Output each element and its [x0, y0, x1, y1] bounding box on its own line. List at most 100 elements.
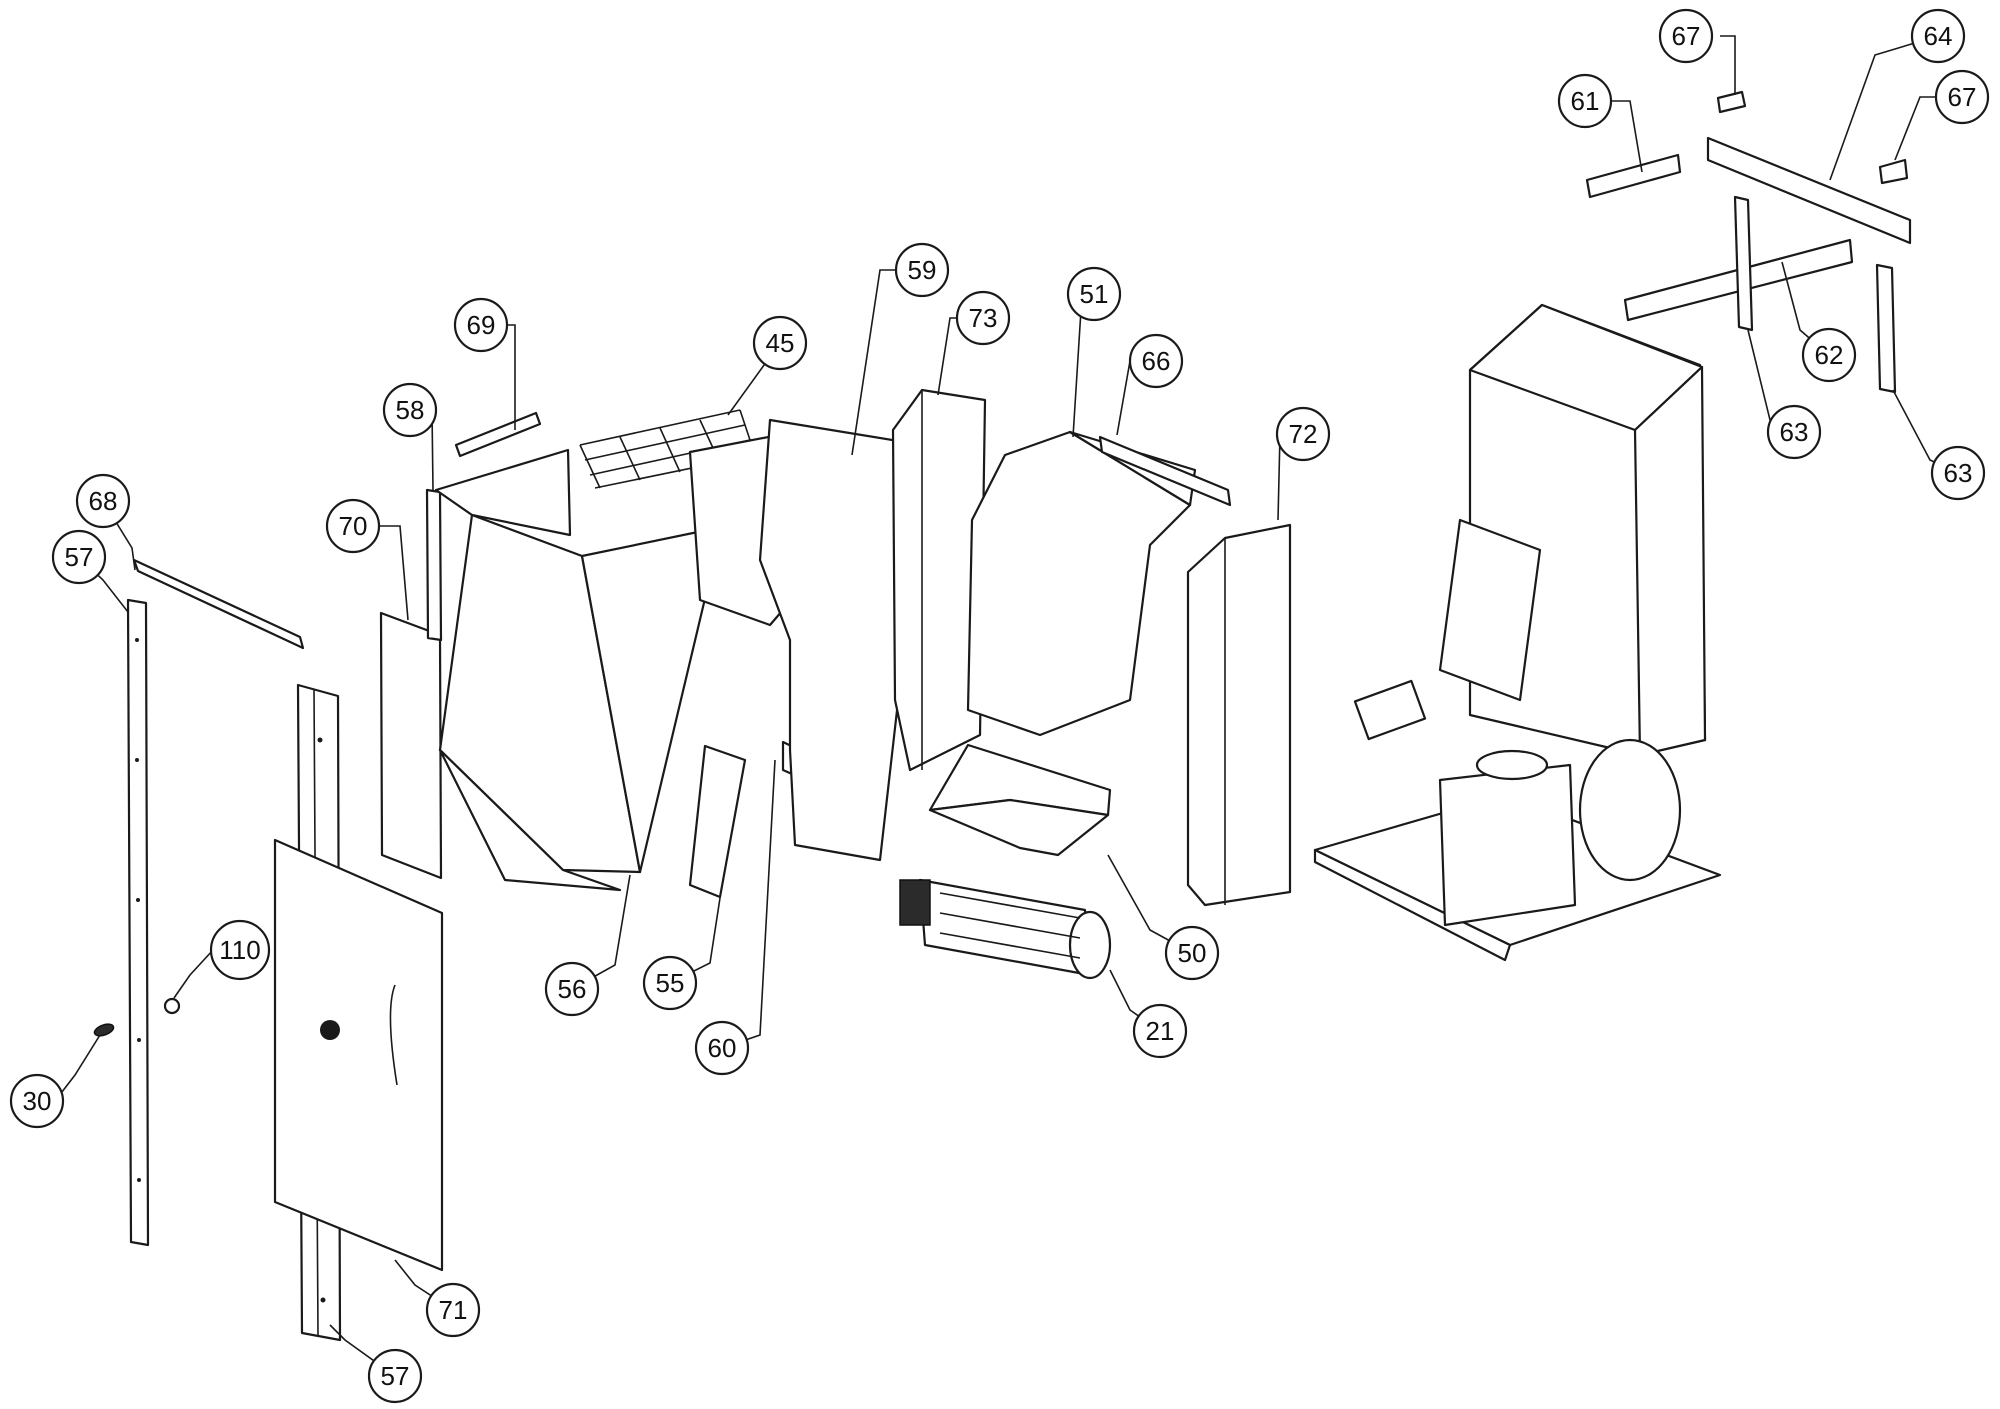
callout-circle	[382, 382, 438, 438]
part-61-bracket	[1585, 153, 1682, 199]
callout-59: 59	[894, 242, 950, 298]
part-50-deflector	[928, 743, 1112, 857]
callout-label: 73	[969, 303, 998, 333]
callout-label: 61	[1571, 86, 1600, 116]
callout-62: 62	[1801, 327, 1857, 383]
callout-58: 58	[382, 382, 438, 438]
callout-30: 30	[9, 1073, 65, 1129]
callout-label: 30	[23, 1086, 52, 1116]
callout-label: 21	[1146, 1016, 1175, 1046]
callout-circle	[694, 1020, 750, 1076]
callout-110: 110	[209, 919, 271, 981]
part-71-door	[273, 838, 444, 1272]
callout-circle	[425, 1282, 481, 1338]
callout-57: 57	[51, 529, 107, 585]
callout-label: 67	[1948, 82, 1977, 112]
callout-71: 71	[425, 1282, 481, 1338]
callout-label: 63	[1780, 417, 1809, 447]
part-73-side	[891, 388, 987, 772]
callout-73: 73	[955, 290, 1011, 346]
callout-circle	[955, 290, 1011, 346]
part-72-side-panel	[1186, 523, 1292, 907]
callout-label: 59	[908, 255, 937, 285]
callout-66: 66	[1128, 333, 1184, 389]
callout-label: 50	[1178, 938, 1207, 968]
part-69-bar	[454, 411, 542, 458]
part-63-rail-a	[1733, 195, 1754, 332]
callout-label: 71	[439, 1295, 468, 1325]
callout-circle	[325, 498, 381, 554]
part-64-bracket	[1706, 136, 1912, 245]
callout-circle	[1766, 404, 1822, 460]
callout-circle	[9, 1073, 65, 1129]
callout-label: 63	[1944, 458, 1973, 488]
callout-51: 51	[1066, 266, 1122, 322]
callout-circle	[453, 297, 509, 353]
callout-circle	[209, 919, 271, 981]
callout-label: 56	[558, 974, 587, 1004]
part-30-knob	[93, 1023, 115, 1037]
callout-circle	[1910, 8, 1966, 64]
part-57-left-rail	[126, 598, 150, 1247]
callout-label: 70	[339, 511, 368, 541]
callout-55: 55	[642, 955, 698, 1011]
part-55-bracket	[688, 744, 747, 899]
callout-69: 69	[453, 297, 509, 353]
callout-72: 72	[1275, 406, 1331, 462]
part-58-strip	[425, 488, 443, 642]
callout-label: 60	[708, 1033, 737, 1063]
callout-label: 51	[1080, 279, 1109, 309]
callout-circle	[1128, 333, 1184, 389]
callout-70: 70	[325, 498, 381, 554]
callout-61: 61	[1557, 73, 1613, 129]
part-110-grommet	[163, 997, 181, 1015]
callout-63: 63	[1930, 445, 1986, 501]
part-70-plate	[379, 611, 443, 880]
callout-label: 72	[1289, 419, 1318, 449]
callout-label: 57	[381, 1361, 410, 1391]
part-67-bracket-b	[1878, 158, 1909, 185]
callout-60: 60	[694, 1020, 750, 1076]
part-stove-body	[1313, 303, 1722, 962]
callout-circle	[1930, 445, 1986, 501]
part-63-rail-b	[1875, 263, 1897, 394]
callout-67: 67	[1934, 69, 1990, 125]
callout-label: 69	[467, 310, 496, 340]
callout-label: 67	[1672, 21, 1701, 51]
callout-label: 66	[1142, 346, 1171, 376]
callout-label: 110	[219, 935, 260, 965]
callout-label: 58	[396, 395, 425, 425]
part-66-bar	[1098, 435, 1232, 507]
callout-label: 64	[1924, 21, 1953, 51]
callout-circle	[1934, 69, 1990, 125]
callout-label: 45	[766, 328, 795, 358]
callout-label: 57	[65, 542, 94, 572]
part-56-hopper	[434, 448, 724, 892]
callout-21: 21	[1132, 1003, 1188, 1059]
callout-63: 63	[1766, 404, 1822, 460]
callout-circle	[544, 961, 600, 1017]
callout-64: 64	[1910, 8, 1966, 64]
callout-label: 62	[1815, 340, 1844, 370]
part-68-bar	[132, 558, 305, 650]
callout-circle	[367, 1348, 423, 1404]
callout-circle	[75, 473, 131, 529]
callout-circle	[1132, 1003, 1188, 1059]
callout-label: 68	[89, 486, 118, 516]
callout-circle	[1658, 8, 1714, 64]
callout-45: 45	[752, 315, 808, 371]
callout-circle	[51, 529, 107, 585]
callout-circle	[894, 242, 950, 298]
callout-50: 50	[1164, 925, 1220, 981]
callout-circle	[1557, 73, 1613, 129]
callout-68: 68	[75, 473, 131, 529]
callout-56: 56	[544, 961, 600, 1017]
callout-circle	[1164, 925, 1220, 981]
part-21-blower	[899, 878, 1112, 980]
callout-circle	[752, 315, 808, 371]
callouts: 30 57 68 110 57 71 70 58 69 45 56 55 60 59 73 51 66 50 21 7…	[9, 8, 1990, 1404]
callout-circle	[1066, 266, 1122, 322]
callout-67: 67	[1658, 8, 1714, 64]
callout-circle	[642, 955, 698, 1011]
